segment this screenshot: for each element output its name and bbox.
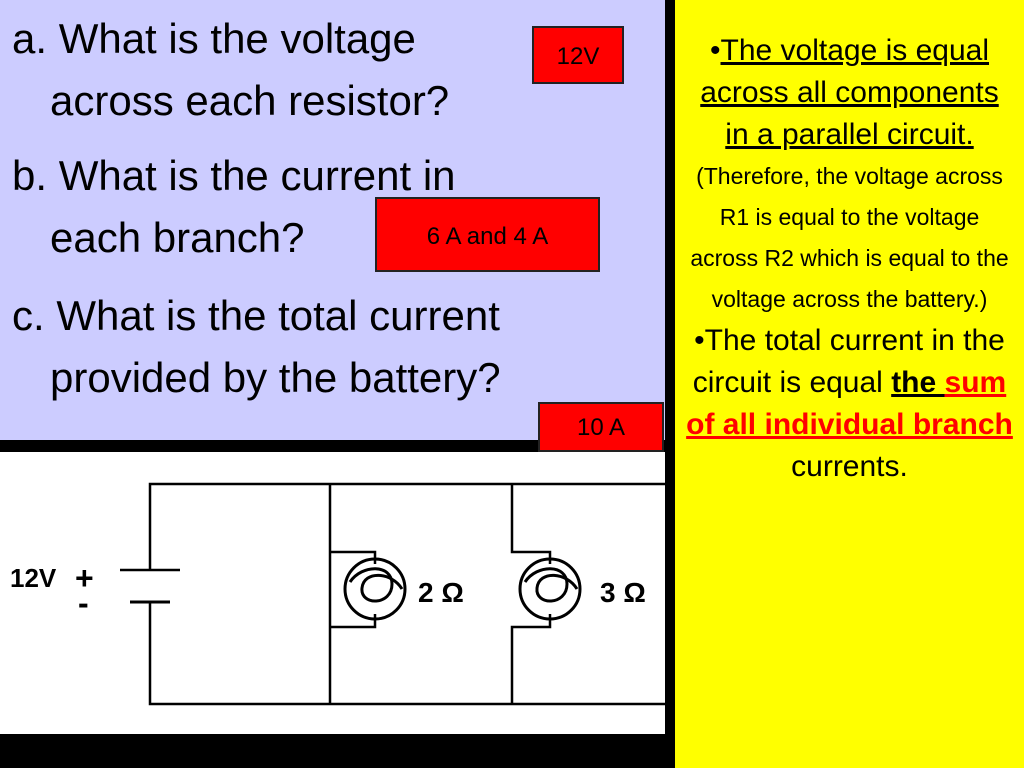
- circuit-diagram: 12V + - 2 Ω 3 Ω: [10, 482, 665, 706]
- lamp-resistor-1-icon: [343, 557, 407, 621]
- answer-b-box: 6 A and 4 A: [375, 197, 600, 272]
- battery-voltage-label: 12V: [10, 563, 57, 593]
- question-c: c. What is the total current provided by…: [12, 285, 501, 409]
- question-a-marker: a.: [12, 15, 48, 62]
- note-voltage-rule: •The voltage is equal across all compone…: [685, 30, 1014, 156]
- wire-branch2-bottom: [510, 614, 552, 704]
- answer-a-box: 12V: [532, 26, 624, 84]
- question-b-marker: b.: [12, 152, 48, 199]
- voltage-rule-text: The voltage is equal across all componen…: [700, 34, 999, 151]
- battery-symbol: [120, 568, 180, 604]
- note-bullet-2: •: [694, 324, 705, 357]
- circuit-diagram-panel: 12V + - 2 Ω 3 Ω: [0, 452, 665, 734]
- question-b-line1: What is the current in: [58, 152, 456, 199]
- current-rule-sum: sum: [944, 366, 1007, 399]
- wire-branch2-top: [510, 484, 552, 564]
- question-c-marker: c.: [12, 292, 45, 339]
- question-c-line2: provided by the battery?: [50, 354, 501, 401]
- question-a-line1: What is the voltage: [58, 15, 416, 62]
- voltage-explanation-text: (Therefore, the voltage across R1 is equ…: [690, 163, 1009, 312]
- lamp-resistor-2-icon: [518, 557, 582, 621]
- note-current-rule: •The total current in the circuit is equ…: [685, 320, 1014, 488]
- question-c-line1: What is the total current: [56, 292, 500, 339]
- notes-panel: •The voltage is equal across all compone…: [675, 0, 1024, 768]
- battery-plus-label: +: [75, 560, 94, 596]
- wire-branch1-top: [330, 550, 377, 564]
- answer-c-box: 10 A: [538, 402, 664, 452]
- question-a-line2: across each resistor?: [50, 77, 450, 124]
- current-rule-rest: of all individual branch: [686, 408, 1013, 441]
- resistor-1-label: 2 Ω: [418, 577, 464, 608]
- wire-left-bottom: [148, 602, 665, 706]
- wire-left-top: [148, 482, 665, 570]
- current-rule-start: The total current in the circuit is equa…: [692, 324, 1005, 399]
- note-bullet-1: •: [709, 34, 721, 67]
- current-rule-end: currents.: [791, 450, 908, 483]
- wire-branch1-bottom: [330, 614, 377, 629]
- battery-minus-label: -: [78, 585, 89, 621]
- resistor-2-label: 3 Ω: [600, 577, 646, 608]
- question-b: b. What is the current in each branch?: [12, 145, 456, 269]
- question-a: a. What is the voltage across each resis…: [12, 8, 449, 132]
- question-b-line2: each branch?: [50, 214, 305, 261]
- current-rule-the: the: [891, 366, 945, 399]
